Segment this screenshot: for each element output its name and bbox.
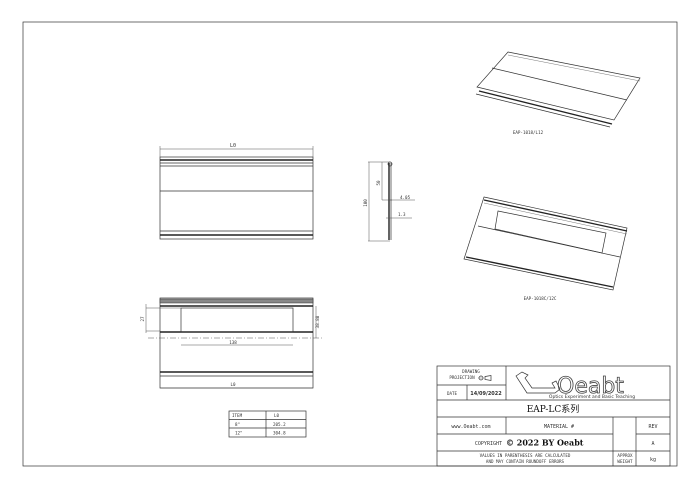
dim-offset: 38.88 <box>315 315 320 328</box>
iso-view-2: EAP-1018C/12C <box>463 196 628 301</box>
iso-label-2: EAP-1018C/12C <box>524 296 557 301</box>
website: www.Oeabt.com <box>451 424 490 430</box>
table-header-item: ITEM <box>232 413 243 418</box>
bottom-view: 138 L0 27 38.88 <box>140 297 322 389</box>
copyright-text: © 2022 BY Oeabt <box>506 438 584 448</box>
table-cell: 8" <box>235 422 240 427</box>
iso-view-1: EAP-1018/L12 <box>475 51 641 135</box>
date-value: 14/09/2022 <box>470 391 502 397</box>
length-label: L0 <box>230 143 236 149</box>
dim-window-width: 138 <box>229 340 237 345</box>
dim-length: L0 <box>230 382 236 387</box>
date-label: DATE <box>447 391 458 396</box>
title-block: DRAWING PROJECTION DATE 14/09/2022 Oeabt… <box>436 365 671 467</box>
side-view: 100 50 4.05 1.3 <box>363 161 415 242</box>
table-cell: 12" <box>235 431 243 436</box>
copyright-label: COPYRIGHT <box>475 441 502 447</box>
drawing-label: DRAWING <box>462 369 480 374</box>
rev-label: REV <box>648 424 657 430</box>
weight-label-2: WEIGHT <box>617 459 633 464</box>
note-line-2: AND MAY CONTAIN ROUNDOFF ERRORS <box>486 459 565 464</box>
table-cell: 205.2 <box>273 422 286 427</box>
projection-label: PROJECTION <box>449 375 475 380</box>
dim-total: 100 <box>363 199 368 207</box>
projection-symbol-icon <box>478 375 492 381</box>
sheet-border <box>22 21 678 467</box>
svg-text:Oeabt: Oeabt <box>557 374 624 399</box>
drawing-title: EAP-LC系列 <box>527 403 580 415</box>
iso-label-1: EAP-1018/L12 <box>513 130 544 135</box>
note-line-1: VALUES IN PARENTHESIS ARE CALCULATED <box>480 453 571 458</box>
svg-text:Optics Experiment and Basic Te: Optics Experiment and Basic Teaching <box>549 394 635 400</box>
weight-unit: kg <box>650 457 656 463</box>
dim-thickness-a: 4.05 <box>400 195 411 200</box>
dim-upper: 50 <box>376 180 381 186</box>
oeabt-logo: Oeabt Optics Experiment and Basic Teachi… <box>515 371 635 400</box>
table-cell: 304.8 <box>273 431 286 436</box>
weight-label: APPROX <box>617 453 633 458</box>
table-header-l0: L0 <box>274 413 280 418</box>
material-label: MATERIAL # <box>544 424 574 430</box>
front-view: L0 <box>159 143 314 240</box>
dim-height: 27 <box>140 316 145 322</box>
rev-value: A <box>651 441 654 447</box>
item-table: ITEM L0 8" 205.2 12" 304.8 <box>228 410 307 438</box>
dim-thickness-b: 1.3 <box>398 212 406 217</box>
